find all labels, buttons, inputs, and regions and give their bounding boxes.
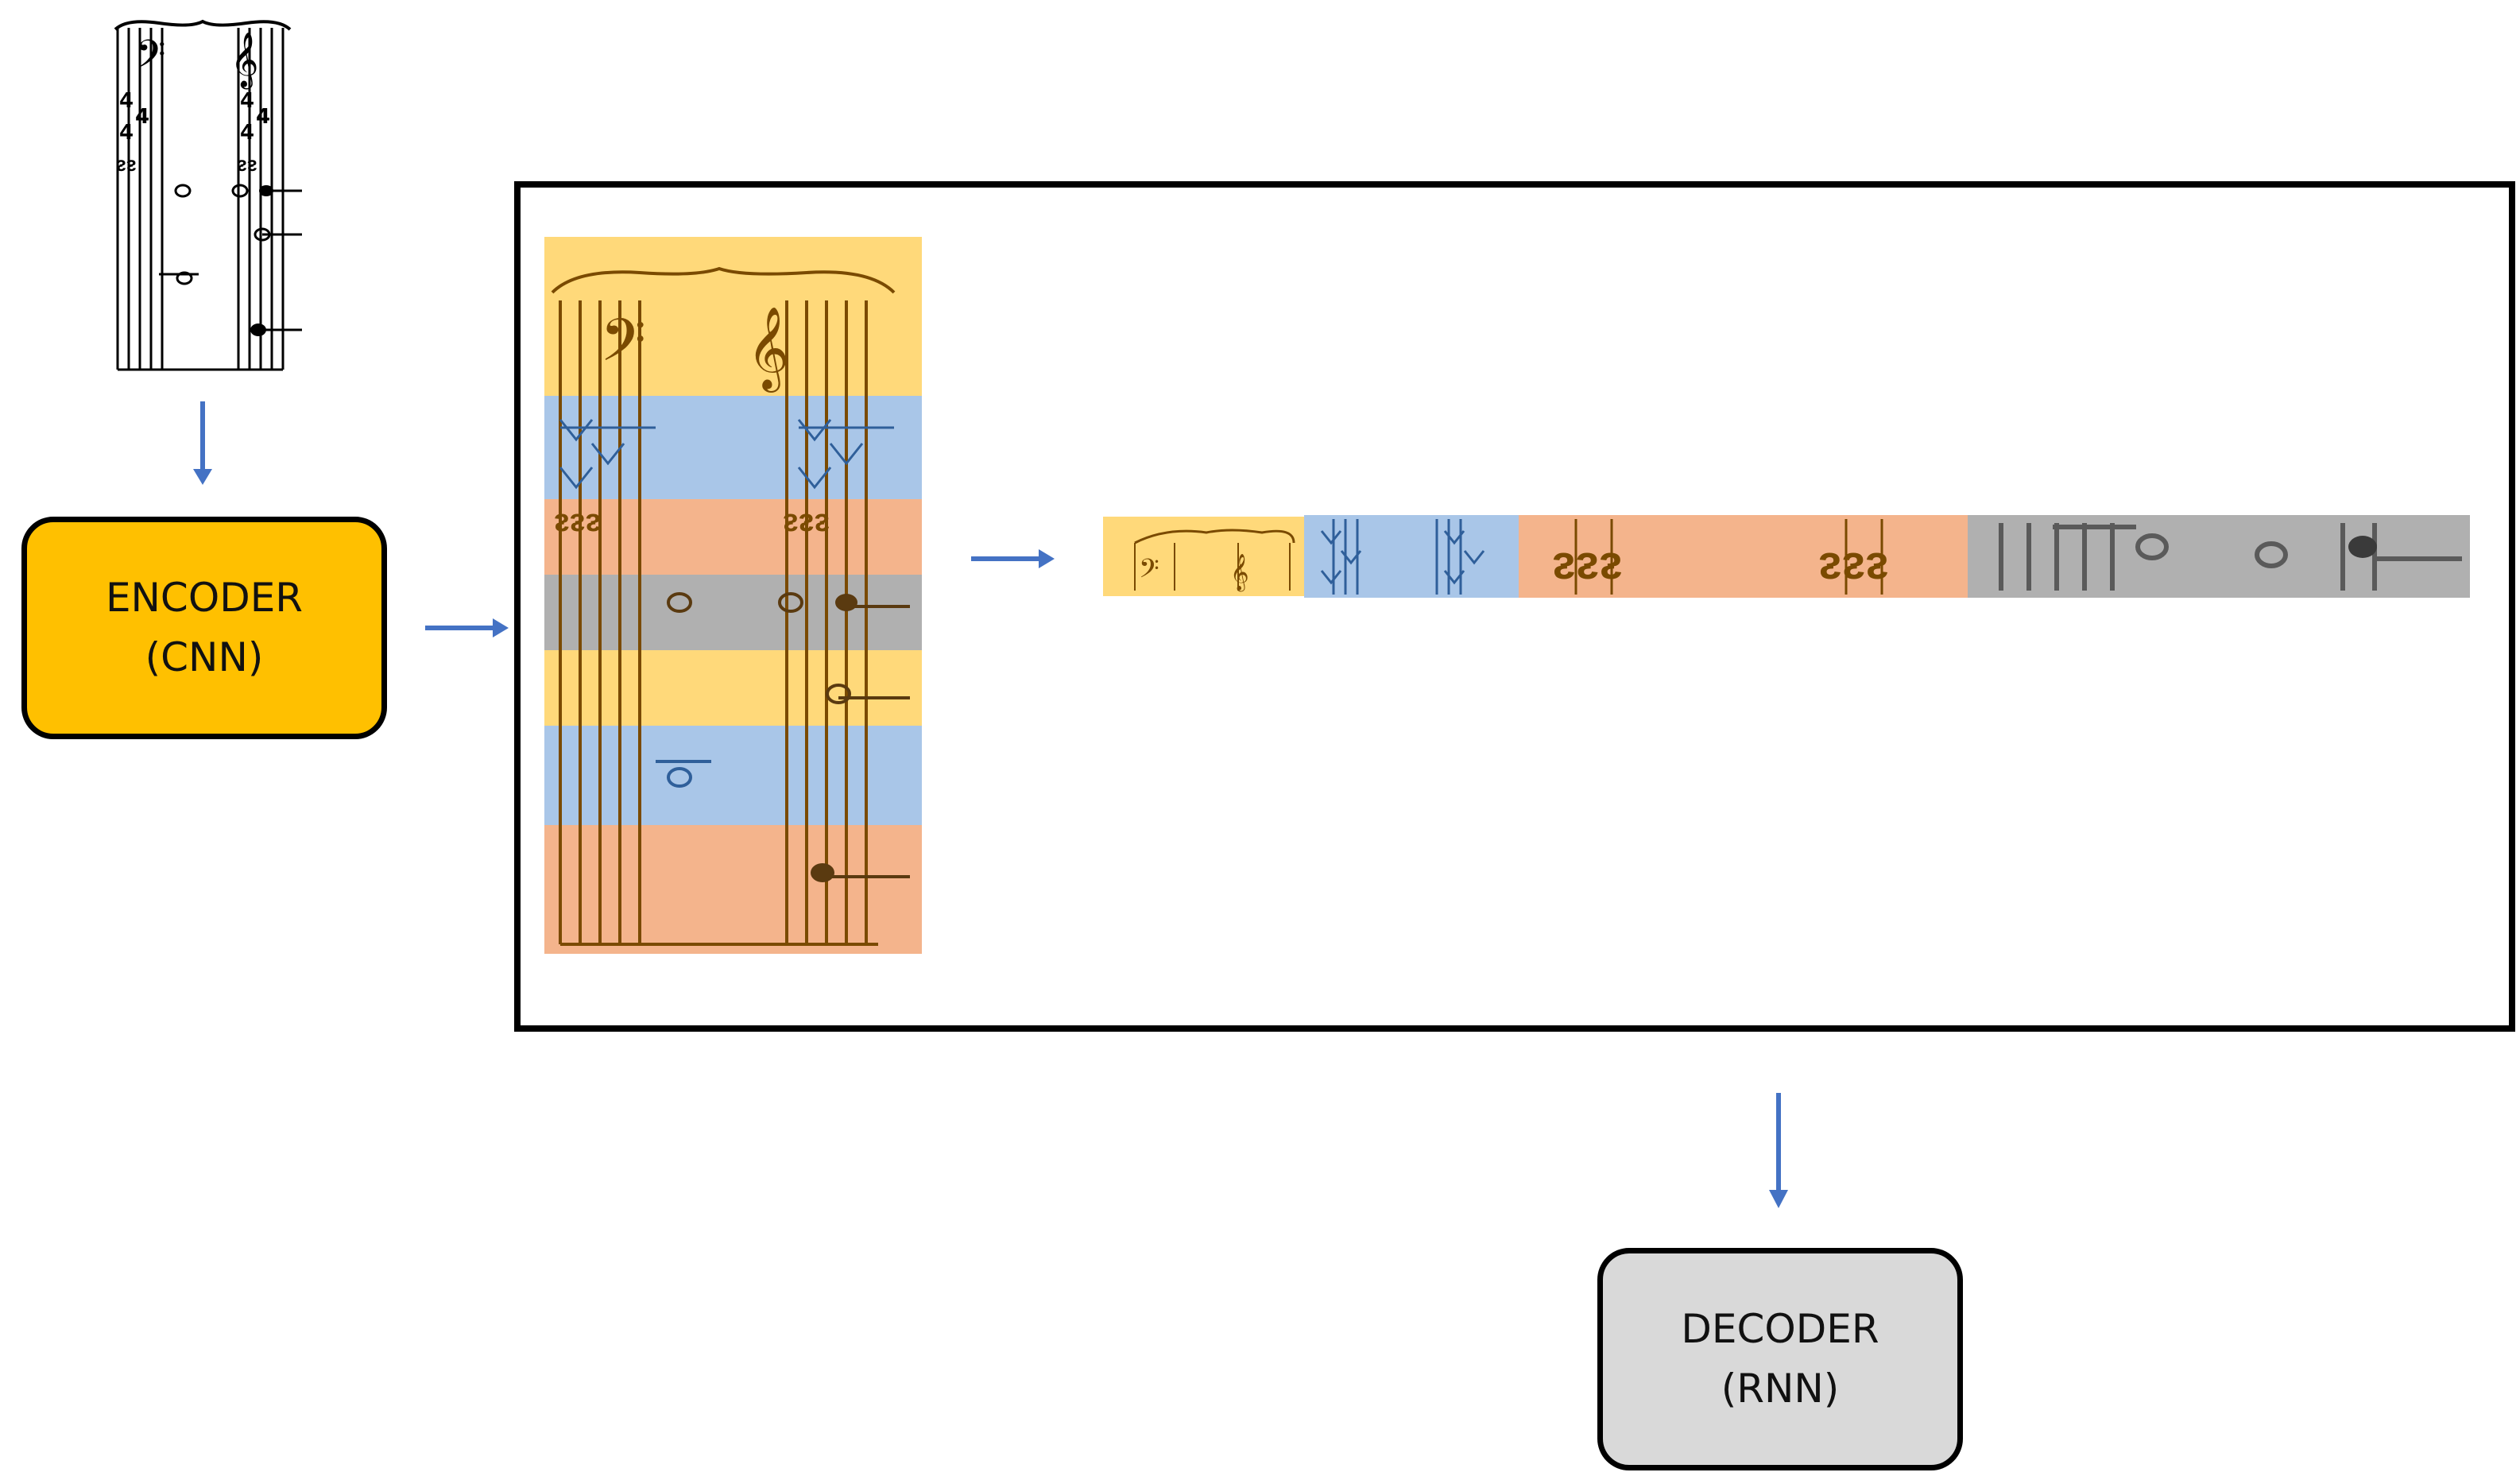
sequence-band-yellow — [1103, 517, 1304, 596]
arrow-column-to-sequence — [971, 549, 1055, 568]
column-band-blue — [544, 726, 922, 825]
svg-text:ᴤᴤ: ᴤᴤ — [116, 153, 137, 176]
feature-map-column: 𝄢 𝄞 ᴤᴤᴤ ᴤᴤᴤ — [544, 237, 922, 954]
decoder-label-line1: DECODER — [1681, 1306, 1879, 1352]
sequence-band-blue — [1304, 515, 1519, 598]
svg-text:𝄞: 𝄞 — [1230, 554, 1249, 592]
fm-treble-clef-icon: 𝄞 — [747, 306, 789, 393]
decoder-block: DECODER (RNN) — [1597, 1248, 1963, 1470]
encoder-block: ENCODER (CNN) — [21, 517, 387, 739]
svg-text:4: 4 — [119, 89, 134, 113]
decoder-label-line2: (RNN) — [1721, 1366, 1840, 1412]
svg-text:4: 4 — [240, 121, 254, 145]
svg-text:𝄢: 𝄢 — [135, 32, 166, 87]
column-band-orange — [544, 825, 922, 954]
svg-text:ᴤᴤᴤ: ᴤᴤᴤ — [554, 502, 601, 539]
arrow-features-to-decoder — [1769, 1093, 1788, 1208]
column-band-yellow — [544, 650, 922, 726]
svg-text:ᴤᴤ: ᴤᴤ — [237, 153, 257, 176]
svg-text:𝄢: 𝄢 — [1139, 554, 1159, 591]
feature-map-frame — [514, 181, 2515, 1032]
column-band-orange — [544, 499, 922, 575]
fm-bass-clef-icon: 𝄢 — [600, 306, 646, 389]
arrow-encoder-to-features — [425, 618, 509, 637]
svg-text:4: 4 — [119, 121, 134, 145]
column-band-yellow — [544, 237, 922, 396]
svg-text:4: 4 — [135, 105, 149, 129]
sequence-band-orange — [1519, 515, 1968, 598]
svg-text:ᴤᴤᴤ: ᴤᴤᴤ — [1818, 535, 1889, 591]
svg-text:4: 4 — [240, 89, 254, 113]
encoder-label-line1: ENCODER — [105, 575, 304, 621]
encoder-label-line2: (CNN) — [145, 634, 264, 680]
svg-text:ᴤᴤᴤ: ᴤᴤᴤ — [783, 502, 830, 539]
arrow-input-to-encoder — [193, 401, 212, 485]
svg-text:4: 4 — [256, 105, 270, 129]
svg-text:𝄞: 𝄞 — [230, 32, 258, 89]
column-band-gray — [544, 575, 922, 650]
